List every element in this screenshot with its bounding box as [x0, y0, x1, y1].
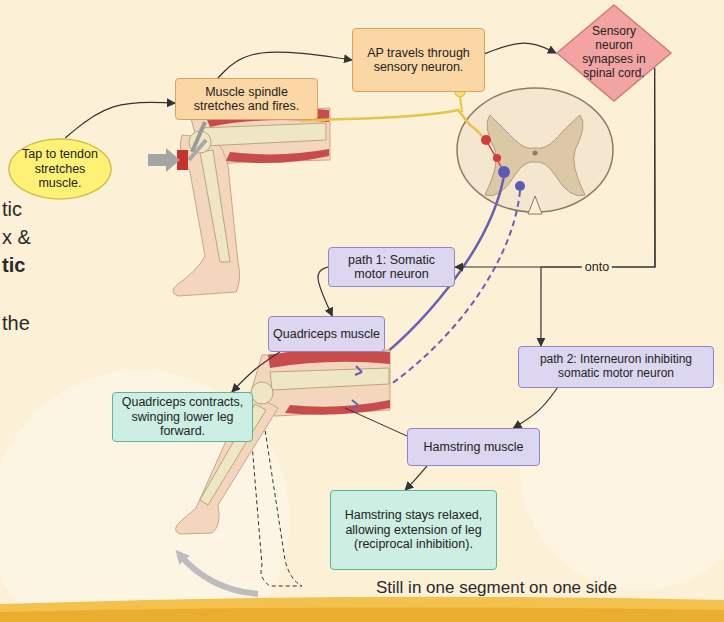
spinal-cord-section: [457, 88, 613, 212]
diamond-shape: [557, 5, 671, 101]
node-text: Quadriceps muscle: [273, 327, 380, 341]
slide-text-fragment: tic: [2, 198, 22, 221]
tibia-bone: [200, 150, 230, 262]
motion-arrow: [180, 555, 258, 594]
node-text: Muscle spindle stretches and fires.: [180, 85, 313, 114]
bottom-band: [0, 607, 724, 622]
central-canal: [533, 151, 538, 156]
connector-arrow: [513, 388, 557, 428]
hamstring-muscle-drawing: [285, 400, 390, 415]
process-box: Muscle spindle stretches and fires.: [175, 78, 318, 120]
slide-text-fragment: the: [2, 312, 30, 335]
pathway-box: path 2: Interneuron inhibiting somatic m…: [518, 346, 714, 388]
result-box: Quadriceps contracts, swinging lower leg…: [112, 392, 253, 442]
background-circle: [0, 370, 290, 622]
neuromuscular-junction: [352, 400, 358, 409]
slide-note: Still in one segment on one side: [376, 578, 617, 598]
interneuron-body: [493, 154, 501, 162]
motor-neuron-body: [515, 181, 525, 191]
hammer-handle: [189, 140, 206, 160]
knee-joint: [251, 382, 273, 404]
ellipse-shape: [9, 139, 111, 199]
slide-text-fragment: x &: [2, 226, 31, 249]
neuromuscular-junction: [355, 366, 362, 375]
node-text: Hamstring muscle: [423, 440, 523, 454]
connector-arrow: [65, 102, 175, 138]
connector-arrow: [232, 352, 280, 392]
interneuron-link: [486, 140, 503, 170]
tap-arrow: [148, 148, 180, 172]
synapse-star: [481, 135, 491, 145]
sensory-neuron: [300, 110, 485, 140]
connector-arrow: [405, 466, 427, 490]
connector-arrow: [218, 52, 352, 78]
connector-arrow: [455, 68, 655, 267]
node-text: Sensory neuron synapses in spinal cord.: [572, 25, 656, 80]
slide-text-fragment: tic: [2, 254, 25, 277]
node-text: AP travels through sensory neuron.: [357, 46, 480, 75]
connector-arrow: [541, 68, 655, 346]
leader-line: [345, 408, 407, 436]
femur-bone: [270, 368, 389, 390]
muscle-box: Hamstring muscle: [407, 428, 540, 466]
median-fissure: [528, 196, 542, 214]
node-text: Quadriceps contracts, swinging lower leg…: [117, 395, 248, 438]
grey-matter: [485, 115, 585, 196]
stimulus-ellipse: Tap to tendon stretches muscle.: [8, 138, 112, 200]
bottom-band: [0, 597, 724, 622]
connector-label: onto: [582, 260, 612, 274]
node-text: path 2: Interneuron inhibiting somatic m…: [523, 353, 709, 381]
pathway-box: path 1: Somatic motor neuron: [328, 247, 455, 287]
node-text: Hamstring stays relaxed, allowing extens…: [335, 508, 492, 551]
decision-diamond: Sensory neuron synapses in spinal cord.: [556, 4, 672, 102]
result-box: Hamstring stays relaxed, allowing extens…: [330, 490, 497, 570]
node-text: Tap to tendon stretches muscle.: [12, 147, 108, 190]
muscle-box: Quadriceps muscle: [268, 316, 385, 352]
femur-bone: [200, 123, 326, 146]
spinal-cord: [457, 88, 613, 214]
connector-arrow: [485, 43, 556, 54]
hamstring-muscle-drawing: [226, 149, 329, 163]
process-box: AP travels through sensory neuron.: [352, 28, 485, 92]
leg-bent: [148, 107, 330, 296]
sensory-neuron: [460, 97, 462, 112]
node-text: path 1: Somatic motor neuron: [333, 253, 450, 282]
